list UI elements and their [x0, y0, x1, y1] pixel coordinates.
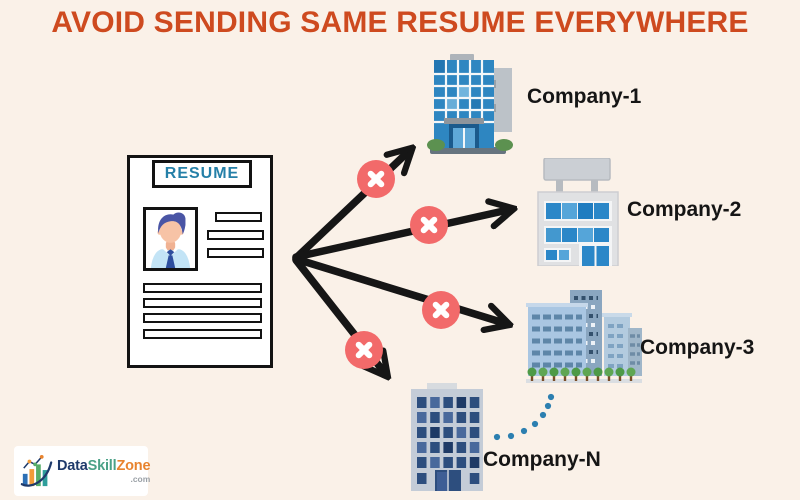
company-2-label: Company-2: [627, 198, 742, 221]
brand-name-zone: Zone: [116, 458, 151, 475]
arrow-to-company-2: [292, 210, 508, 261]
resume-header-box: RESUME: [152, 160, 252, 188]
brand-logo: DataSkillZone .com: [14, 446, 151, 496]
company-n-label: Company-N: [483, 448, 601, 471]
resume-text-line: [143, 283, 262, 293]
company-n-building-icon: [405, 383, 491, 491]
arrow-to-company-3: [292, 255, 504, 323]
resume-text-line: [207, 248, 264, 258]
resume-text-line: [215, 212, 262, 222]
resume-text-line: [143, 329, 262, 339]
resume-photo-frame: [143, 207, 198, 271]
resume-text-line: [143, 298, 262, 308]
resume-text-line: [143, 313, 262, 323]
x-circle-icon: [422, 291, 460, 329]
company-3-label: Company-3: [640, 336, 755, 359]
company-2-building-icon: [536, 158, 620, 266]
company-3-building-icon: [524, 290, 644, 384]
x-circle-icon: [410, 206, 448, 244]
resume-text-line: [207, 230, 264, 240]
x-circle-icon: [345, 331, 383, 369]
company-1-label: Company-1: [527, 85, 642, 108]
bar-chart-logo-icon: [20, 454, 53, 487]
resume-header-label: RESUME: [164, 165, 240, 182]
page-title: AVOID SENDING SAME RESUME EVERYWHERE: [51, 6, 749, 39]
avatar-icon: [146, 210, 195, 268]
company-1-building-icon: [424, 54, 516, 154]
brand-name-skill: Skill: [87, 458, 117, 475]
ellipsis-dots-icon: [488, 388, 558, 444]
x-circle-icon: [357, 160, 395, 198]
brand-domain-suffix: .com: [130, 474, 151, 485]
brand-name: DataSkillZone .com: [57, 458, 151, 485]
brand-name-data: Data: [57, 458, 88, 475]
resume-document: RESUME: [127, 155, 273, 368]
